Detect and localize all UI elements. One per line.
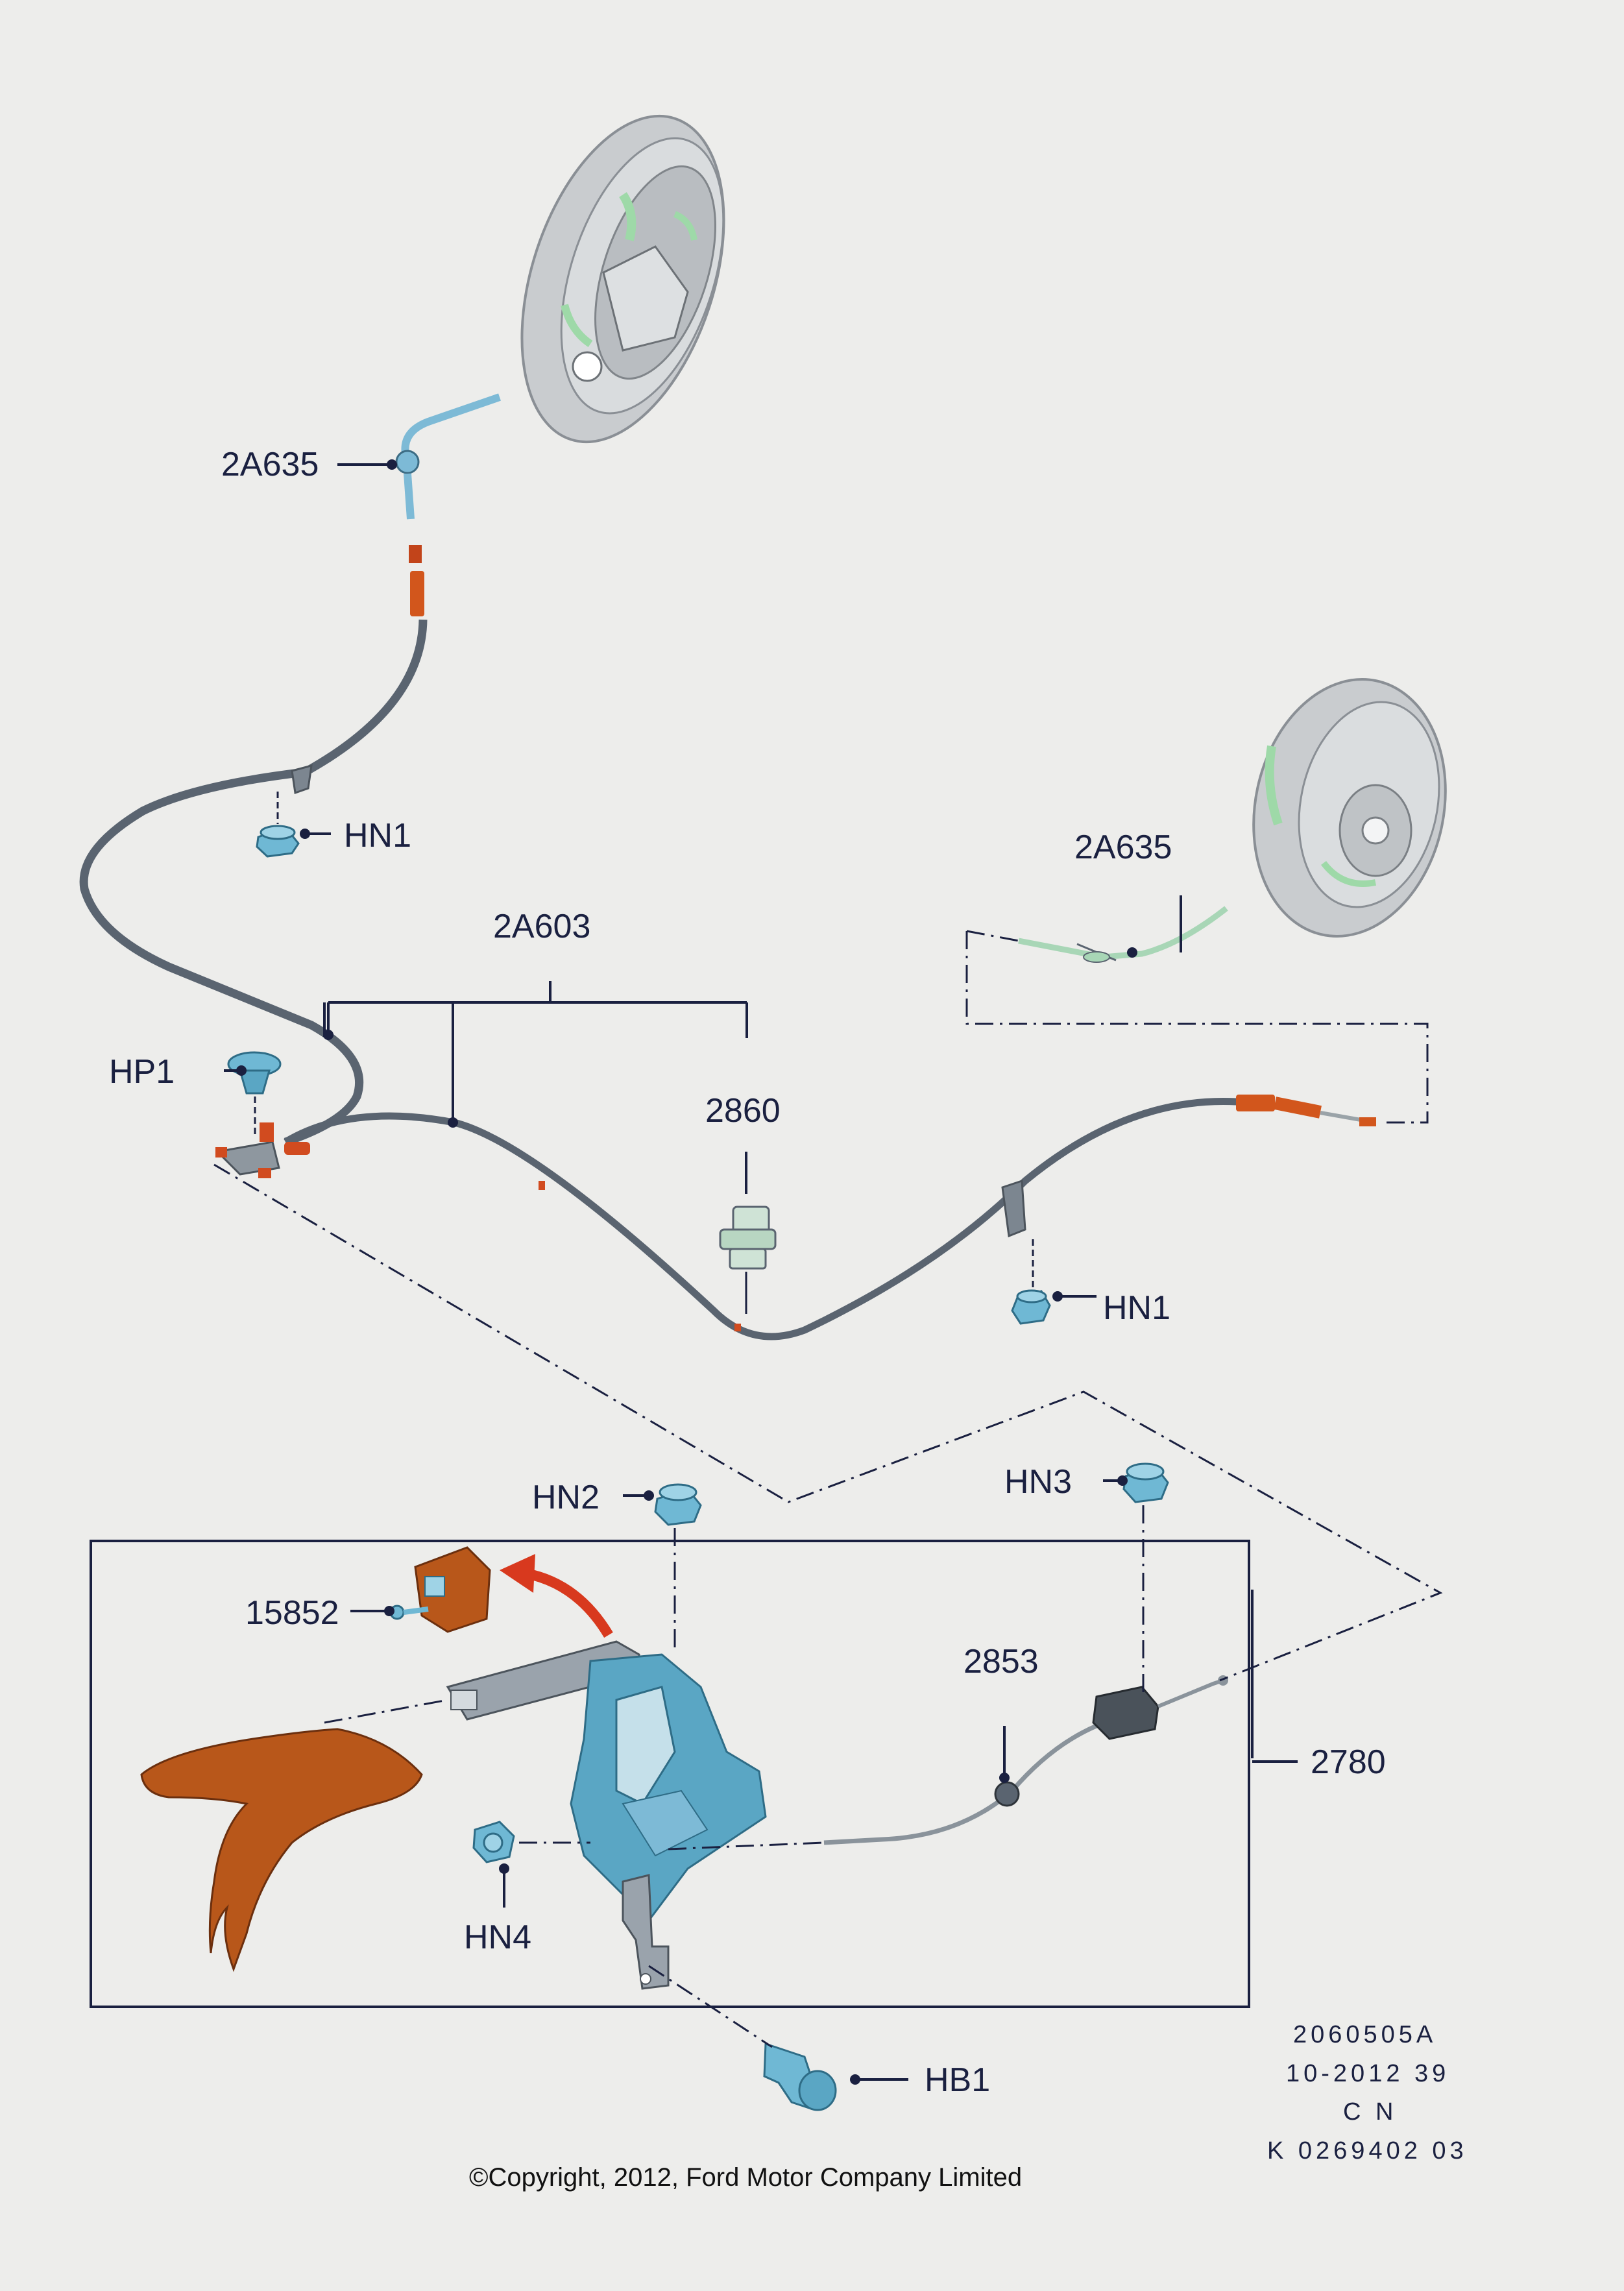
cable-left — [79, 393, 501, 1146]
label-hp1: HP1 — [109, 1053, 175, 1091]
callout-dots — [236, 459, 1137, 2085]
switch-15852 — [389, 1546, 491, 1633]
reference-date: 10-2012 39 — [1286, 2060, 1450, 2087]
label-2860: 2860 — [705, 1092, 781, 1130]
nut-hn1-lower — [1011, 1239, 1051, 1325]
brake-drum-right — [1252, 678, 1447, 938]
label-hn1-upper: HN1 — [344, 817, 412, 855]
nut-hn1-upper — [256, 792, 300, 858]
label-hb1: HB1 — [925, 2061, 991, 2099]
red-arrow — [500, 1554, 613, 1638]
nut-hn4 — [472, 1821, 515, 1863]
copyright-notice: ©Copyright, 2012, Ford Motor Company Lim… — [469, 2163, 1023, 2192]
assembly-box — [90, 1540, 1250, 2008]
nut-hn3 — [1122, 1462, 1169, 1503]
bolt-hb1 — [763, 2042, 837, 2111]
label-2a635-right: 2A635 — [1074, 829, 1172, 866]
label-hn1-lower: HN1 — [1103, 1289, 1171, 1327]
pushnut-hp1 — [227, 1051, 282, 1135]
handbrake-grip — [140, 1728, 423, 1972]
reference-code: 2060505A — [1293, 2021, 1437, 2048]
clip-2860 — [719, 1206, 777, 1314]
brake-drum-left — [520, 114, 725, 444]
nut-hn2 — [654, 1483, 702, 1526]
handbrake-lever — [446, 1640, 767, 1990]
label-hn2: HN2 — [532, 1479, 600, 1516]
reference-doc: K 0269402 03 — [1267, 2137, 1468, 2164]
label-2a603: 2A603 — [493, 908, 591, 945]
reference-region: C N — [1343, 2098, 1398, 2126]
label-hn4: HN4 — [464, 1919, 532, 1956]
cable-front-2853 — [823, 1675, 1228, 1845]
assembly-lines — [213, 930, 1443, 2048]
callout-lines — [224, 463, 1298, 2081]
label-2780: 2780 — [1311, 1743, 1386, 1781]
cable-right — [284, 1095, 1376, 1340]
label-2a635-left: 2A635 — [221, 446, 319, 483]
cable-right-short — [1018, 906, 1228, 963]
label-15852: 15852 — [245, 1594, 339, 1632]
cable-equalizer — [215, 1122, 310, 1178]
label-hn3: HN3 — [1004, 1463, 1073, 1501]
label-2853: 2853 — [963, 1643, 1039, 1680]
